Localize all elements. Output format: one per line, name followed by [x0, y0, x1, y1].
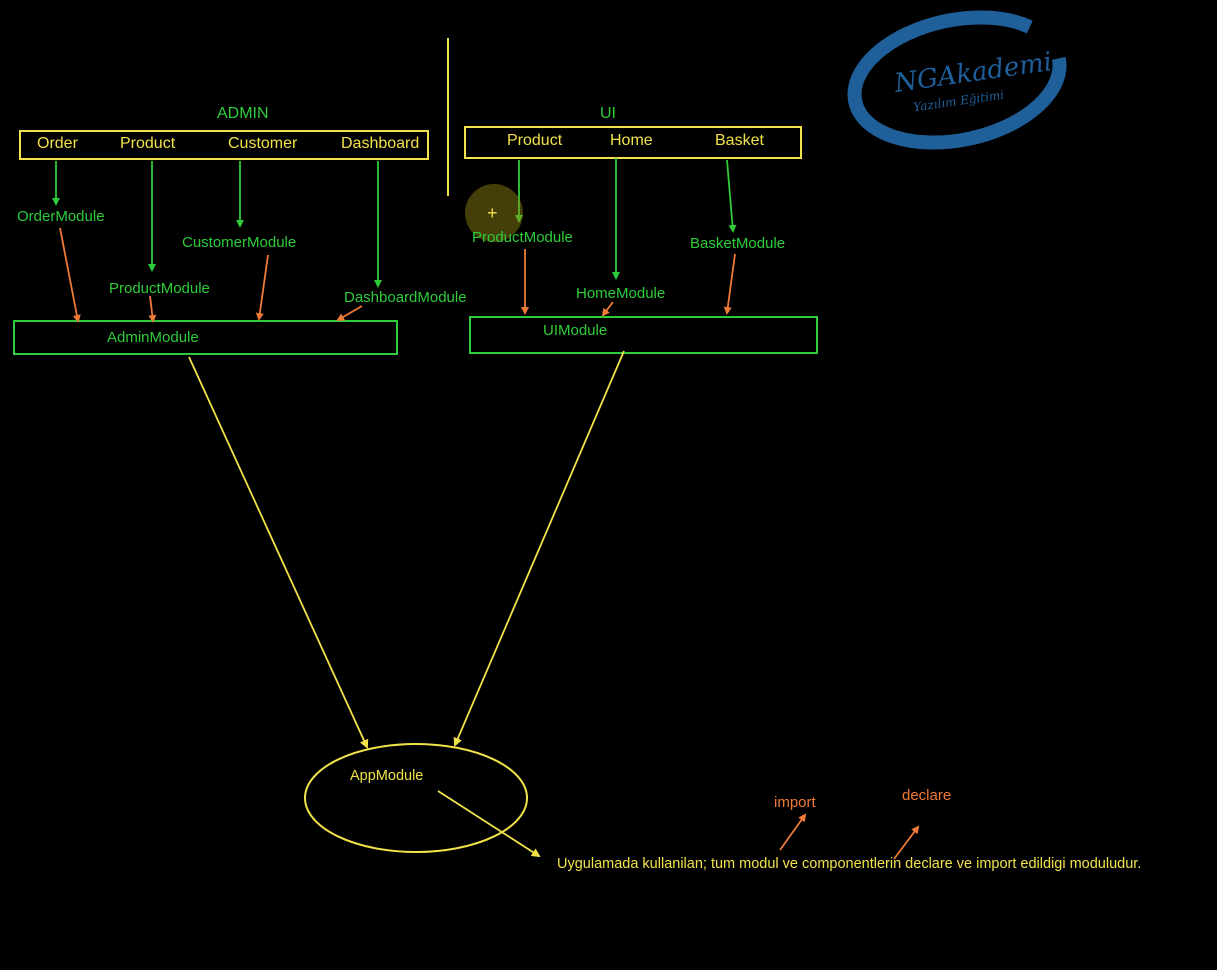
admin-module-order: OrderModule	[17, 208, 105, 225]
arrow-productmodule-to-admin	[148, 295, 157, 323]
ui-tab-bar	[464, 126, 802, 159]
ui-module-basket: BasketModule	[690, 235, 786, 252]
arrow-import	[779, 813, 807, 851]
app-module-note: Uygulamada kullanilan; tum modul ve comp…	[557, 856, 1142, 872]
ui-tab-basket: Basket	[715, 132, 764, 149]
admin-module-label: AdminModule	[107, 329, 199, 346]
admin-tab-order: Order	[37, 135, 78, 152]
arrow-customermodule-to-admin	[255, 254, 269, 321]
arrow-dashboardmodule-to-admin	[336, 305, 363, 322]
admin-tab-bar	[19, 130, 429, 160]
ui-tab-product: Product	[507, 132, 563, 149]
ui-tab-home: Home	[610, 132, 653, 149]
cursor-plus-icon: +	[487, 203, 498, 223]
arrow-ui-to-app	[453, 350, 625, 747]
admin-module-dashboard: DashboardModule	[344, 289, 467, 306]
ui-module-home: HomeModule	[576, 285, 666, 302]
ui-module-product: ProductModule	[472, 229, 573, 246]
admin-tab-dashboard: Dashboard	[341, 135, 420, 152]
import-label: import	[774, 794, 816, 811]
arrow-ordermodule-to-admin	[59, 227, 81, 323]
cursor-highlight	[465, 184, 523, 242]
ui-module-box	[469, 316, 818, 354]
admin-title: ADMIN	[217, 105, 269, 122]
app-module-label: AppModule	[350, 768, 424, 784]
arrow-homemodule-to-ui	[601, 301, 614, 317]
arrow-basket-to-basketmodule	[726, 159, 737, 233]
admin-tab-customer: Customer	[228, 135, 298, 152]
declare-label: declare	[902, 787, 952, 804]
admin-module-customer: CustomerModule	[182, 234, 297, 251]
ui-module-label: UIModule	[543, 322, 608, 339]
admin-module-product: ProductModule	[109, 280, 210, 297]
ui-title: UI	[600, 105, 616, 122]
arrow-app-to-note	[437, 790, 541, 858]
arrow-admin-to-app	[188, 356, 369, 749]
arrow-declare	[893, 825, 920, 860]
admin-tab-product: Product	[120, 135, 176, 152]
admin-module-box	[13, 320, 398, 355]
arrow-basketmodule-to-ui	[723, 253, 736, 315]
app-module-ellipse	[304, 743, 528, 853]
